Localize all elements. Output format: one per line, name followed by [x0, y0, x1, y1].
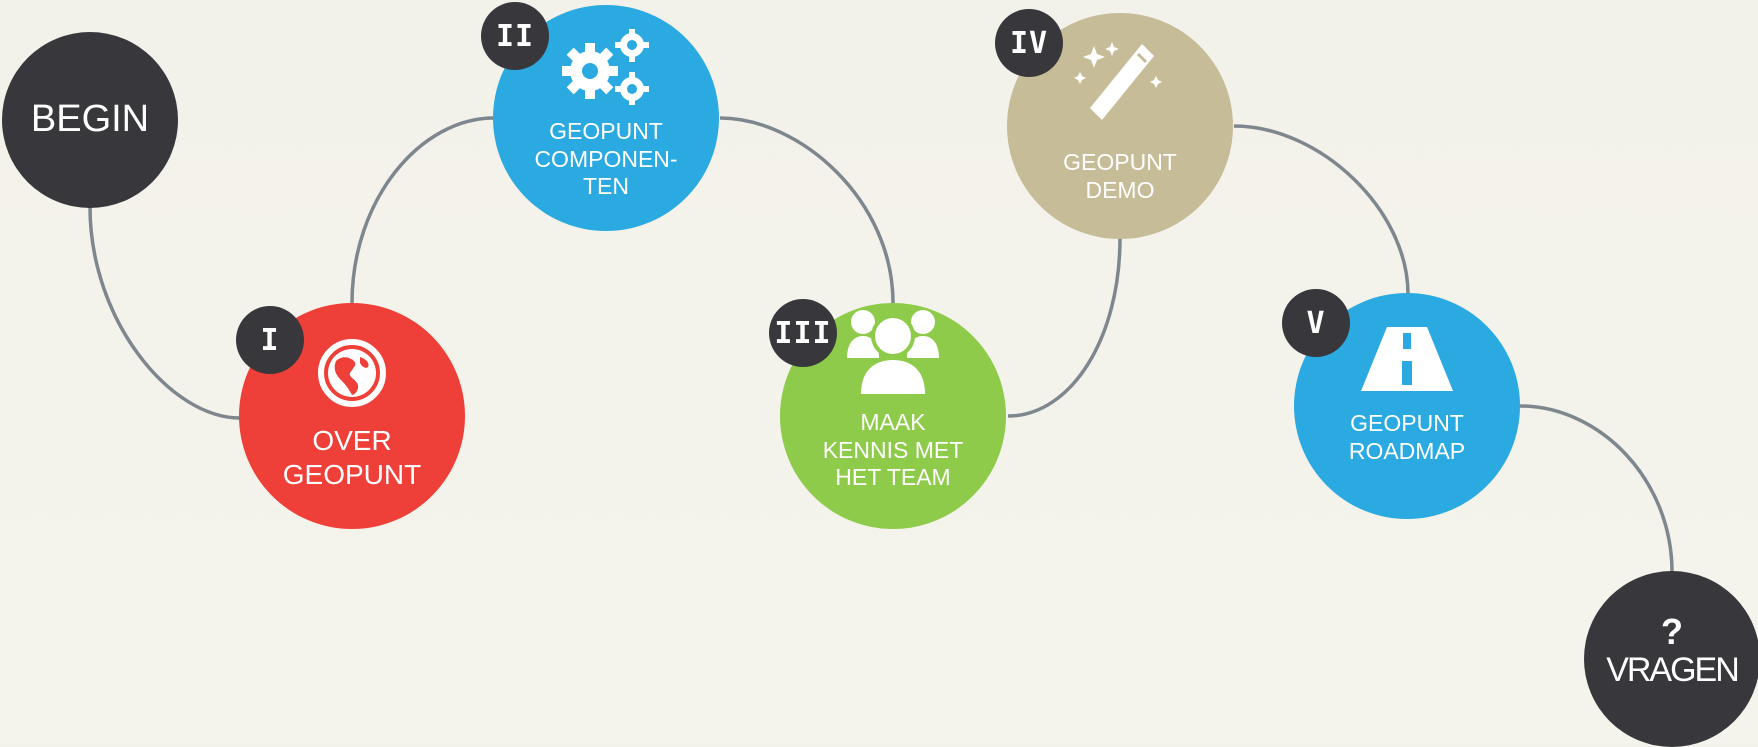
numeral-iii: III: [774, 315, 832, 351]
geopunt-demo-label: GEOPUNT DEMO: [1063, 148, 1177, 203]
numeral-badge-i: I: [236, 306, 304, 374]
numeral-badge-ii: II: [481, 2, 549, 70]
magic-wand-icon: [1072, 40, 1168, 129]
maak-kennis-label: MAAK KENNIS MET HET TEAM: [822, 409, 964, 491]
begin-label: BEGIN: [30, 98, 150, 141]
globe-icon: [316, 337, 388, 414]
numeral-badge-v: V: [1282, 289, 1350, 357]
connector-over-componenten: [350, 116, 495, 304]
numeral-badge-iii: III: [769, 299, 837, 367]
numeral-i: I: [260, 322, 280, 358]
question-mark-icon: ?: [1661, 610, 1683, 652]
connector-demo-roadmap: [1233, 124, 1410, 295]
connector-team-demo: [1007, 237, 1122, 418]
begin-node[interactable]: BEGIN: [2, 32, 178, 208]
vragen-node[interactable]: ? VRAGEN: [1584, 571, 1758, 747]
numeral-ii: II: [495, 18, 535, 54]
connector-componenten-team: [719, 116, 895, 304]
numeral-iv: IV: [1009, 25, 1049, 61]
geopunt-componenten-label: GEOPUNT COMPONEN- TEN: [534, 118, 678, 200]
over-geopunt-label: OVER GEOPUNT: [282, 424, 422, 490]
gears-icon: [558, 28, 654, 110]
numeral-v: V: [1306, 305, 1326, 341]
group-icon: [845, 304, 941, 401]
road-icon: [1361, 326, 1453, 396]
geopunt-roadmap-label: GEOPUNT ROADMAP: [1348, 409, 1466, 464]
geopunt-componenten-node[interactable]: GEOPUNT COMPONEN- TEN: [493, 5, 719, 231]
maak-kennis-node[interactable]: MAAK KENNIS MET HET TEAM: [780, 303, 1006, 529]
connector-roadmap-vragen: [1519, 404, 1674, 573]
vragen-label: VRAGEN: [1606, 650, 1740, 689]
connector-begin-over: [88, 206, 241, 420]
numeral-badge-iv: IV: [995, 9, 1063, 77]
